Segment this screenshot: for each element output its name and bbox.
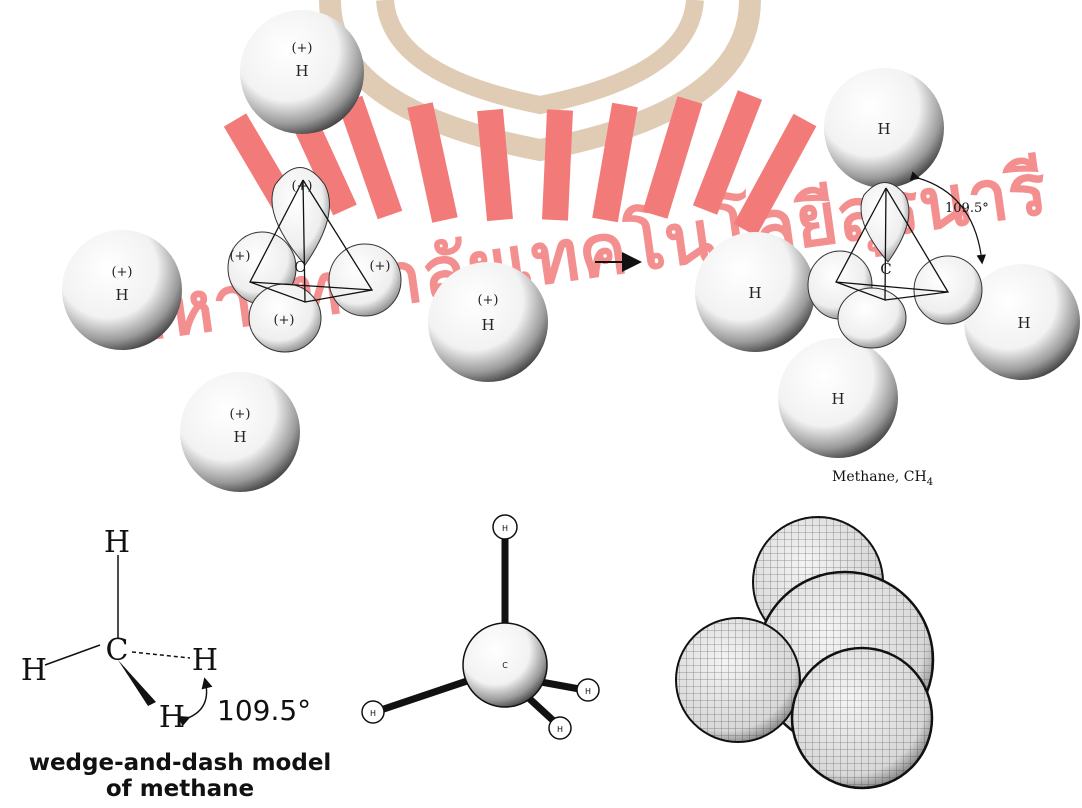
wedge-h-left: H	[21, 653, 47, 688]
wedge-angle-label: 109.5°	[217, 694, 311, 727]
ball-stick-h-right: H	[576, 678, 600, 702]
svg-text:H: H	[115, 286, 128, 304]
svg-text:H: H	[1017, 314, 1030, 332]
ball-stick-h-top: H	[492, 514, 518, 540]
wedge-h-top: H	[104, 525, 130, 560]
space-filling-model	[675, 516, 935, 790]
hydrogen-sphere-right: (+) H	[428, 262, 548, 382]
ball-stick-h-bottom: H	[548, 716, 572, 740]
ball-and-stick-model: C H H H H	[361, 514, 600, 740]
svg-text:(+): (+)	[369, 259, 390, 274]
methane-hydrogen-top: H	[824, 68, 944, 188]
svg-text:H: H	[481, 316, 494, 334]
wedge-h-right: H	[192, 643, 218, 678]
svg-text:H: H	[370, 709, 376, 718]
svg-text:(+): (+)	[477, 293, 498, 308]
svg-text:H: H	[233, 428, 246, 446]
svg-text:(+): (+)	[111, 265, 132, 280]
university-seal-logo	[223, 0, 817, 237]
svg-text:H: H	[502, 524, 508, 533]
wedge-h-bottom: H	[159, 700, 185, 735]
hydrogen-sphere-left: (+) H	[62, 230, 182, 350]
mesh-sphere-left	[675, 617, 801, 743]
angle-indicator: 109.5°	[909, 171, 989, 265]
methane-caption: Methane, CH4	[832, 469, 933, 488]
caption-line-2: of methane	[105, 776, 255, 802]
svg-text:H: H	[748, 284, 761, 302]
angle-label: 109.5°	[945, 201, 989, 216]
methane-orbital-diagram: H H H H C 109.5° Methane, CH4	[695, 68, 1080, 488]
ball-stick-h-left: H	[361, 700, 385, 724]
methane-hydrogen-bottom: H	[778, 338, 898, 458]
hydrogen-sphere-top: (+) H	[240, 10, 364, 134]
svg-text:(+): (+)	[229, 249, 250, 264]
methane-carbon-orbitals: C	[807, 182, 983, 349]
svg-text:H: H	[877, 120, 890, 138]
svg-text:H: H	[585, 687, 591, 696]
carbon-sp3-orbitals: (+) (+) (+) (+) C	[227, 167, 402, 353]
ball-stick-carbon: C	[502, 661, 508, 670]
svg-text:C: C	[880, 260, 891, 278]
svg-text:(+): (+)	[291, 179, 312, 194]
methane-hydrogen-right: H	[964, 264, 1080, 380]
hydrogen-sphere-bottom: (+) H	[180, 372, 300, 492]
svg-text:C: C	[294, 258, 305, 276]
wedge-dash-caption: wedge-and-dash model of methane	[0, 750, 360, 802]
caption-line-1: wedge-and-dash model	[28, 750, 332, 776]
mesh-sphere-front	[790, 646, 934, 790]
svg-text:H: H	[557, 725, 563, 734]
orbital-overlap-diagram: (+) H (+) H (+) H (+) H (+)	[62, 10, 548, 492]
svg-text:(+): (+)	[229, 407, 250, 422]
methane-hydrogen-left: H	[695, 232, 815, 352]
svg-text:H: H	[831, 390, 844, 408]
svg-text:H: H	[295, 62, 308, 80]
wedge-c-center: C	[106, 633, 129, 668]
svg-text:(+): (+)	[273, 313, 294, 328]
svg-text:(+): (+)	[291, 41, 312, 56]
wedge-dash-model: H H C H H 109.5°	[21, 525, 311, 735]
